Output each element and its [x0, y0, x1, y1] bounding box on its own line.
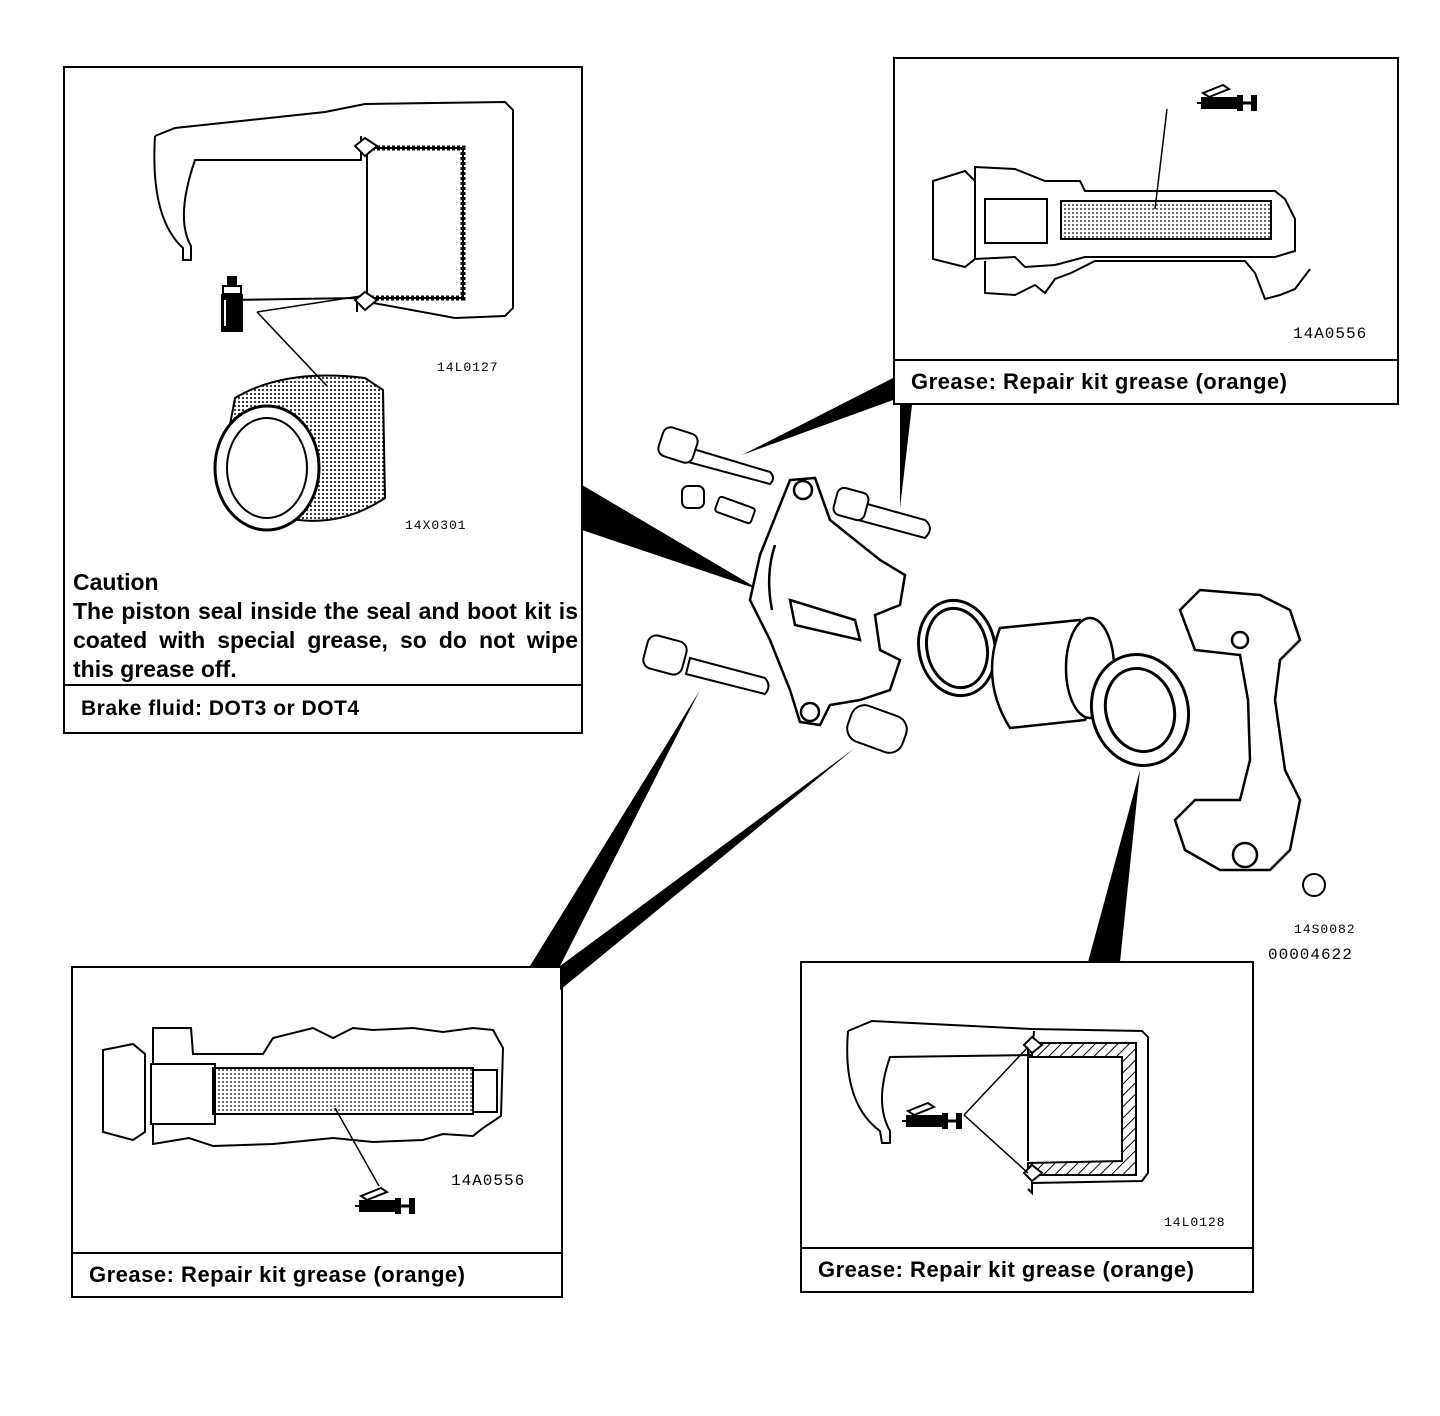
caliper-support: [1173, 588, 1302, 872]
figure-code-14L0128: 14L0128: [1164, 1215, 1226, 1230]
leader-bottom-left-a: [530, 690, 700, 966]
leader-top-right-b: [900, 405, 912, 508]
figure-code-14A0556-top: 14A0556: [1293, 325, 1368, 343]
bleeder-screw: [681, 485, 756, 525]
boot-section-illustration: [846, 1019, 1149, 1196]
caption-grease-bottom-left: Grease: Repair kit grease (orange): [73, 1252, 561, 1296]
grease-gun-icon-2: [355, 1186, 417, 1221]
panel-guide-pin-top: 14A0556 Grease: Repair kit grease (orang…: [893, 57, 1399, 405]
piston-boot: [1089, 652, 1191, 768]
leader-bottom-left-b: [560, 748, 855, 990]
panel-piston-seal: 14L0127 14X0301 Caution The piston seal …: [63, 66, 583, 734]
leader-top-left: [582, 485, 760, 590]
brake-fluid-bottle-icon: [219, 276, 245, 339]
piston-seal: [917, 598, 997, 698]
figure-code-14S0082: 14S0082: [1294, 922, 1356, 937]
panel-guide-pin-bottom: 14A0556 Grease: Repair kit grease (orang…: [71, 966, 563, 1298]
figure-code-14L0127: 14L0127: [437, 360, 499, 375]
pin-cap: [1302, 873, 1326, 897]
caption-brake-fluid: Brake fluid: DOT3 or DOT4: [65, 684, 581, 732]
guide-pin-section-illustration: [932, 108, 1311, 301]
guide-pin-lower-left: [642, 634, 770, 696]
grease-gun-icon-3: [902, 1101, 964, 1136]
piston-seal-section-illustration: [153, 100, 514, 532]
guide-pin-section-illustration-2: [102, 1026, 505, 1187]
panel-boot-section: 14L0128 Grease: Repair kit grease (orang…: [800, 961, 1254, 1293]
caliper-body: [748, 476, 907, 727]
figure-code-14X0301: 14X0301: [405, 518, 467, 533]
figure-code-00004622: 00004622: [1268, 946, 1353, 964]
leader-top-right-a: [742, 378, 893, 455]
caption-grease-bottom-right: Grease: Repair kit grease (orange): [802, 1247, 1252, 1291]
leader-bottom-right: [1088, 770, 1140, 962]
caution-title: Caution: [73, 569, 159, 595]
pin-boot: [846, 704, 908, 754]
guide-pin-upper-left: [657, 426, 774, 486]
grease-gun-icon: [1197, 83, 1259, 118]
figure-code-14A0556-bottom: 14A0556: [451, 1172, 526, 1190]
caution-note: Caution The piston seal inside the seal …: [73, 568, 578, 684]
guide-pin-right: [832, 486, 931, 540]
leader-lines: [530, 378, 1140, 990]
caption-grease-top-right: Grease: Repair kit grease (orange): [895, 359, 1397, 403]
caution-text: The piston seal inside the seal and boot…: [73, 598, 578, 682]
